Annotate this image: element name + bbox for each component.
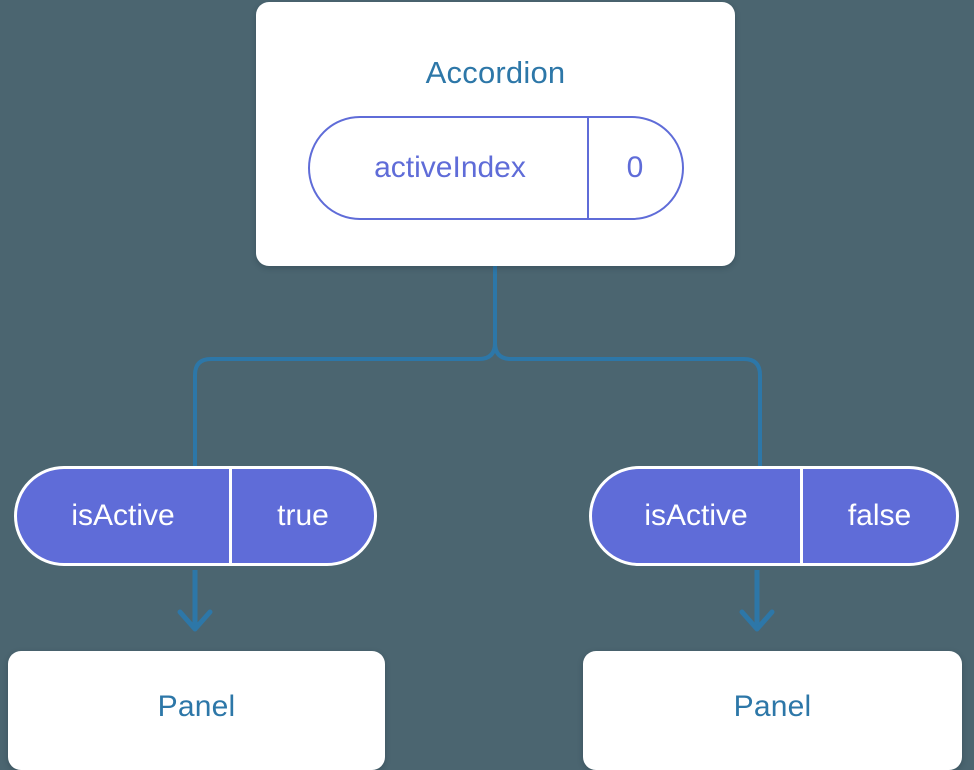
prop-pill-value: true — [277, 499, 329, 532]
state-pill-active-index[interactable]: activeIndex 0 — [307, 116, 684, 220]
panel-title: Panel — [157, 689, 236, 723]
arrow-down-icon-right — [739, 570, 775, 632]
state-pill-key: activeIndex — [310, 118, 589, 218]
prop-pill-is-active-false[interactable]: isActive false — [589, 466, 959, 566]
prop-pill-key: isActive — [592, 469, 803, 563]
panel-component-card-left[interactable]: Panel — [8, 651, 385, 770]
accordion-component-card[interactable]: Accordion activeIndex 0 — [256, 2, 735, 266]
state-pill-value: 0 — [626, 151, 644, 184]
panel-component-card-right[interactable]: Panel — [583, 651, 962, 770]
panel-title: Panel — [733, 689, 812, 723]
prop-pill-key: isActive — [17, 469, 232, 563]
accordion-title: Accordion — [425, 55, 566, 90]
branch-line-left — [193, 264, 497, 468]
prop-pill-value: false — [847, 499, 912, 532]
arrow-down-icon-left — [177, 570, 213, 632]
prop-pill-is-active-true[interactable]: isActive true — [14, 466, 377, 566]
branch-line-right — [493, 264, 762, 468]
